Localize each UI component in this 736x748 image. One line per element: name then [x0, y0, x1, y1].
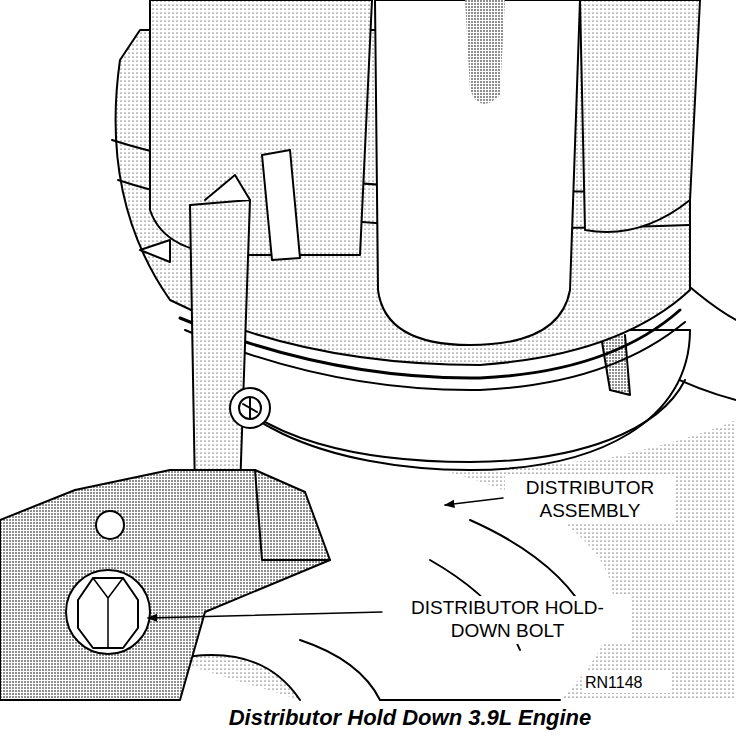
part-label: DISTRIBUTOR HOLD- DOWN BOLT — [385, 596, 630, 644]
figure-code: RN1148 — [582, 672, 672, 693]
part-label: DISTRIBUTOR ASSEMBLY — [505, 476, 675, 524]
figure-caption: Distributor Hold Down 3.9L Engine — [130, 704, 690, 732]
